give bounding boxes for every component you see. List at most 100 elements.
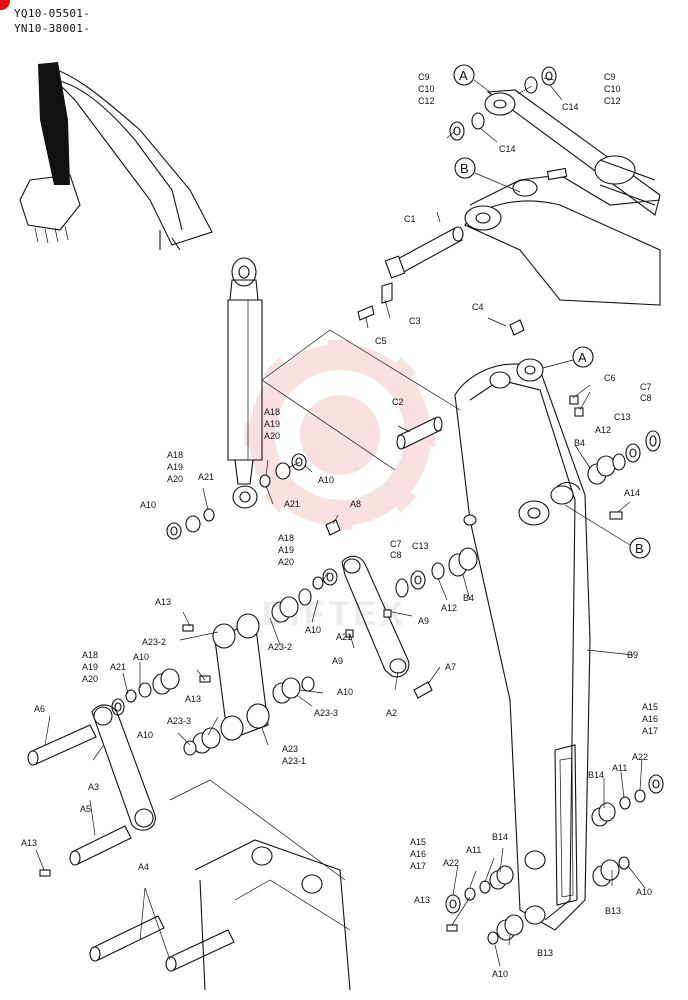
bucket-cylinder xyxy=(227,257,263,509)
part-label-c3: C3 xyxy=(409,316,421,326)
washer-stack-upper xyxy=(612,430,661,471)
lock-plate-c3 xyxy=(381,282,393,304)
part-label-a22b: A22 xyxy=(443,858,459,868)
part-label-c12b: C12 xyxy=(604,96,621,106)
bushings-b13-b14 xyxy=(489,802,620,941)
callout-a-boom: A xyxy=(542,346,594,369)
part-label-a20c: A20 xyxy=(278,557,294,567)
excavator-thumbnail xyxy=(19,62,213,251)
part-label-b13a: B13 xyxy=(605,906,621,916)
part-label-a2: A2 xyxy=(386,708,397,718)
part-label-a10d: A10 xyxy=(133,652,149,662)
part-label-a7: A7 xyxy=(445,662,456,672)
part-label-a19d: A19 xyxy=(82,662,98,672)
part-label-a13b: A13 xyxy=(185,694,201,704)
part-label-c6: C6 xyxy=(604,373,616,383)
washer-stack-mid xyxy=(395,562,445,598)
serial-range-2: YN10-38001- xyxy=(14,22,91,35)
callout-b-boom: B xyxy=(564,504,651,559)
part-label-b14a: B14 xyxy=(588,770,604,780)
part-label-a15b: A15 xyxy=(410,837,426,847)
part-label-a8: A8 xyxy=(350,499,361,509)
part-label-a19b: A19 xyxy=(167,462,183,472)
part-label-a11a: A11 xyxy=(612,763,627,773)
svg-text:A: A xyxy=(578,350,587,365)
part-label-a5: A5 xyxy=(80,804,91,814)
part-label-a6: A6 xyxy=(34,704,45,714)
serial-range-1: YQ10-05501- xyxy=(14,7,91,20)
part-label-a20b: A20 xyxy=(167,474,183,484)
part-label-c13a: C13 xyxy=(614,412,631,422)
part-label-b13b: B13 xyxy=(537,948,553,958)
part-label-a17b: A17 xyxy=(410,861,426,871)
pin-a6 xyxy=(27,724,97,766)
part-label-a23_2a: A23-2 xyxy=(142,637,166,647)
part-label-a20d: A20 xyxy=(82,674,98,684)
part-label-a21d: A21 xyxy=(110,662,126,672)
part-label-a21a: A21 xyxy=(198,472,214,482)
bolt-c5 xyxy=(357,305,375,321)
part-label-a10g: A10 xyxy=(636,887,652,897)
part-label-a18d: A18 xyxy=(82,650,98,660)
washers-link xyxy=(298,568,338,606)
corner-marker xyxy=(0,0,10,10)
pin-c1 xyxy=(384,226,464,279)
part-label-a21c: A21 xyxy=(336,632,352,642)
part-label-a23_3b: A23-3 xyxy=(167,716,191,726)
part-label-c14a: C14 xyxy=(562,102,579,112)
arm-top-assembly xyxy=(464,89,661,306)
part-label-c4: C4 xyxy=(472,302,484,312)
bolt-c4 xyxy=(509,319,525,336)
part-label-a18b: A18 xyxy=(167,450,183,460)
part-label-b4b: B4 xyxy=(463,593,474,603)
part-label-a10h: A10 xyxy=(492,969,508,979)
detail-leader-lines xyxy=(261,329,461,471)
part-label-c7b: C7 xyxy=(390,539,402,549)
part-label-c10a: C10 xyxy=(418,84,435,94)
part-label-a21b: A21 xyxy=(284,499,300,509)
svg-text:A: A xyxy=(459,68,468,83)
part-label-c9a: C9 xyxy=(418,72,430,82)
washers-bottom xyxy=(445,774,664,945)
part-label-c2: C2 xyxy=(392,397,404,407)
grease-fitting-a14 xyxy=(609,511,623,520)
part-label-b9: B9 xyxy=(627,650,638,660)
part-label-a13d: A13 xyxy=(414,895,430,905)
svg-text:B: B xyxy=(635,541,644,556)
bolt-a8 xyxy=(325,519,341,536)
part-label-b4a: B4 xyxy=(574,438,585,448)
callout-a-top: A xyxy=(453,64,491,93)
part-label-a12a: A12 xyxy=(595,425,611,435)
part-label-b14b: B14 xyxy=(492,832,508,842)
part-label-c13b: C13 xyxy=(412,541,429,551)
bucket-bracket xyxy=(169,779,351,991)
washers-cylinder xyxy=(166,453,307,540)
pin-c2 xyxy=(396,416,443,450)
part-label-a3: A3 xyxy=(88,782,99,792)
part-label-a22a: A22 xyxy=(632,752,648,762)
part-leader-lines xyxy=(35,77,646,967)
callout-b-top: B xyxy=(454,157,521,193)
part-label-a10c: A10 xyxy=(305,625,321,635)
part-label-a18c: A18 xyxy=(278,533,294,543)
link-a2 xyxy=(341,555,410,678)
part-label-c8b: C8 xyxy=(390,550,402,560)
link-a23 xyxy=(212,613,270,741)
bushing-b4-lower xyxy=(448,547,478,577)
part-label-a10b: A10 xyxy=(140,500,156,510)
part-label-a16b: A16 xyxy=(410,849,426,859)
part-label-c8a: C8 xyxy=(640,393,652,403)
part-label-a12b: A12 xyxy=(441,603,457,613)
part-label-a23_1: A23-1 xyxy=(282,756,306,766)
nuts-a9 xyxy=(345,609,392,638)
part-label-a11b: A11 xyxy=(466,845,481,855)
part-labels: C9C10C12C9C10C12C14C14C1C3C5C4C2C6C7C8C1… xyxy=(21,72,658,979)
part-label-a18a: A18 xyxy=(264,407,280,417)
part-label-a13a: A13 xyxy=(155,597,171,607)
part-label-a9b: A9 xyxy=(332,656,343,666)
part-label-a23_3a: A23-3 xyxy=(314,708,338,718)
part-label-c10b: C10 xyxy=(604,84,621,94)
part-label-a4: A4 xyxy=(138,862,149,872)
pins-a4 xyxy=(89,915,235,972)
part-label-a23: A23 xyxy=(282,744,298,754)
